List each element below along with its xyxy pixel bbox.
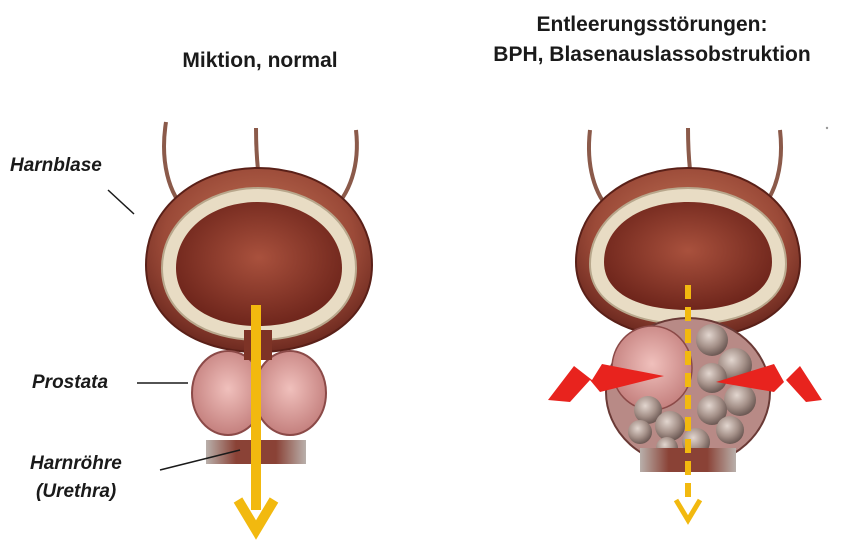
ureter-center — [256, 128, 258, 170]
speck — [826, 127, 828, 129]
normal-bladder-group — [146, 122, 372, 530]
prostate-right-lobe — [254, 351, 326, 435]
ureter-center-bph — [688, 128, 690, 170]
leader-bladder — [108, 190, 134, 214]
bph-bladder-group — [548, 128, 822, 520]
